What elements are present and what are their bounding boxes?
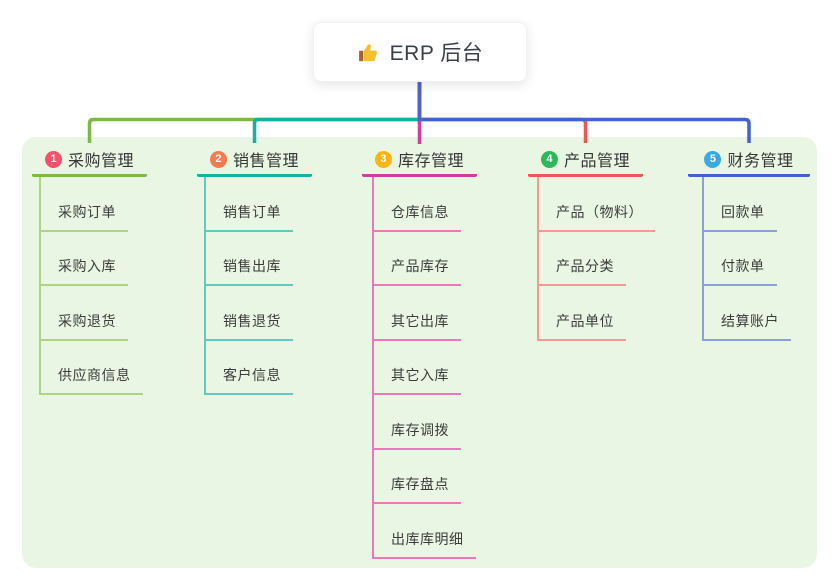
child-node[interactable]: 产品库存 bbox=[374, 232, 461, 286]
child-node[interactable]: 采购订单 bbox=[41, 177, 128, 232]
child-node[interactable]: 采购退货 bbox=[41, 286, 128, 341]
child-node[interactable]: 销售退货 bbox=[206, 286, 293, 341]
branch-number-badge: 4 bbox=[540, 150, 558, 168]
child-label: 销售出库 bbox=[223, 258, 281, 274]
branch-node[interactable]: 3 库存管理 bbox=[362, 144, 477, 177]
child-node[interactable]: 结算账户 bbox=[704, 286, 791, 341]
child-label: 采购入库 bbox=[58, 258, 116, 274]
child-node[interactable]: 产品分类 bbox=[539, 232, 626, 286]
child-node[interactable]: 产品单位 bbox=[539, 286, 626, 341]
branch-children: 回款单付款单结算账户 bbox=[702, 177, 810, 341]
child-label: 结算账户 bbox=[721, 312, 779, 329]
child-node[interactable]: 库存盘点 bbox=[374, 450, 461, 504]
child-node[interactable]: 其它出库 bbox=[374, 286, 461, 341]
child-node[interactable]: 产品（物料） bbox=[539, 177, 655, 232]
child-node[interactable]: 回款单 bbox=[704, 177, 777, 232]
child-label: 供应商信息 bbox=[58, 367, 131, 383]
branch: 1 采购管理 采购订单采购入库采购退货供应商信息 bbox=[32, 144, 147, 395]
child-node[interactable]: 销售订单 bbox=[206, 177, 293, 232]
branch-number-badge: 1 bbox=[44, 150, 62, 168]
branch-node[interactable]: 5 财务管理 bbox=[688, 144, 810, 177]
branch-children: 产品（物料） 产品分类产品单位 bbox=[537, 177, 655, 341]
branch-children: 销售订单销售出库销售退货客户信息 bbox=[204, 177, 312, 395]
root-title: ERP 后台 bbox=[389, 42, 484, 65]
branch: 2 销售管理 销售订单销售出库销售退货客户信息 bbox=[197, 144, 312, 395]
branch-title: 产品管理 bbox=[563, 153, 630, 170]
child-node[interactable]: 付款单 bbox=[704, 232, 777, 286]
branch-node[interactable]: 1 采购管理 bbox=[32, 144, 147, 177]
branch-title: 销售管理 bbox=[232, 153, 299, 170]
child-node[interactable]: 销售出库 bbox=[206, 232, 293, 286]
branch-title: 财务管理 bbox=[727, 153, 794, 170]
child-label: 采购订单 bbox=[58, 203, 116, 220]
child-label: 采购退货 bbox=[58, 312, 116, 329]
child-label: 产品分类 bbox=[556, 258, 614, 274]
child-label: 仓库信息 bbox=[391, 203, 449, 220]
branch-title: 库存管理 bbox=[397, 153, 464, 170]
child-label: 其它入库 bbox=[391, 367, 449, 383]
branch: 3 库存管理 仓库信息产品库存其它出库其它入库库存调拨库存盘点出库库明细 bbox=[362, 144, 477, 559]
branch-title: 采购管理 bbox=[67, 153, 134, 170]
child-node[interactable]: 供应商信息 bbox=[41, 341, 143, 395]
branches-panel bbox=[22, 137, 817, 568]
child-label: 出库库明细 bbox=[391, 530, 464, 547]
branch-node[interactable]: 4 产品管理 bbox=[528, 144, 643, 177]
thumbs-up-icon bbox=[358, 43, 377, 61]
child-node[interactable]: 出库库明细 bbox=[374, 504, 476, 559]
branch-number-badge: 5 bbox=[704, 150, 722, 168]
child-node[interactable]: 客户信息 bbox=[206, 341, 293, 395]
branch-number-badge: 2 bbox=[209, 150, 227, 168]
child-label: 销售订单 bbox=[223, 203, 281, 220]
branch-number-badge: 3 bbox=[374, 150, 392, 168]
branch: 4 产品管理 产品（物料） 产品分类产品单位 bbox=[528, 144, 655, 341]
child-label: 产品单位 bbox=[556, 312, 614, 329]
branch-children: 采购订单采购入库采购退货供应商信息 bbox=[39, 177, 147, 395]
child-label: 其它出库 bbox=[391, 312, 449, 329]
child-node[interactable]: 仓库信息 bbox=[374, 177, 461, 232]
child-label: 产品库存 bbox=[391, 258, 449, 274]
branch: 5 财务管理 回款单付款单结算账户 bbox=[688, 144, 810, 341]
child-label: 客户信息 bbox=[223, 367, 281, 383]
root-node[interactable]: ERP 后台 bbox=[313, 22, 527, 82]
child-label: 库存调拨 bbox=[391, 421, 449, 438]
child-label: 产品（物料） bbox=[556, 203, 643, 220]
child-node[interactable]: 库存调拨 bbox=[374, 395, 461, 450]
child-node[interactable]: 采购入库 bbox=[41, 232, 128, 286]
child-label: 付款单 bbox=[721, 258, 765, 274]
child-node[interactable]: 其它入库 bbox=[374, 341, 461, 395]
branch-children: 仓库信息产品库存其它出库其它入库库存调拨库存盘点出库库明细 bbox=[372, 177, 477, 559]
child-label: 回款单 bbox=[721, 203, 765, 220]
child-label: 销售退货 bbox=[223, 312, 281, 329]
branch-node[interactable]: 2 销售管理 bbox=[197, 144, 312, 177]
child-label: 库存盘点 bbox=[391, 476, 449, 492]
